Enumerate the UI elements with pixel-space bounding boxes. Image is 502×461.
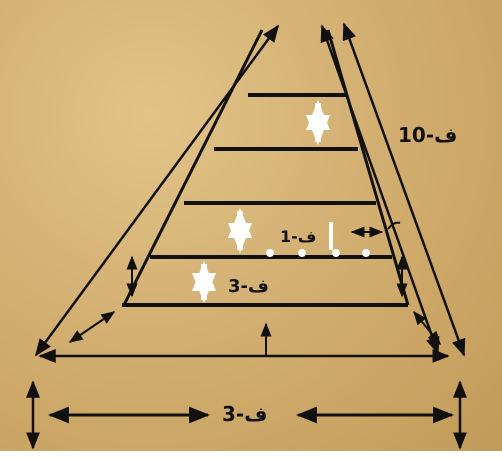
trapezoid-right-side xyxy=(326,29,410,306)
left-corner-arrow xyxy=(68,311,116,343)
marker-dots xyxy=(266,249,370,257)
label-rung-spacing: 1-ف xyxy=(280,227,316,246)
trapezoid-left-side xyxy=(122,29,264,306)
right-outer-arrow xyxy=(342,22,466,357)
label-bottom-section: 3-ف xyxy=(228,276,269,297)
curl-mark xyxy=(387,221,401,230)
label-base-width: 3-ف xyxy=(222,402,267,426)
label-overall-length: 10-ف xyxy=(398,123,457,147)
right-corner-arrow xyxy=(413,310,441,346)
